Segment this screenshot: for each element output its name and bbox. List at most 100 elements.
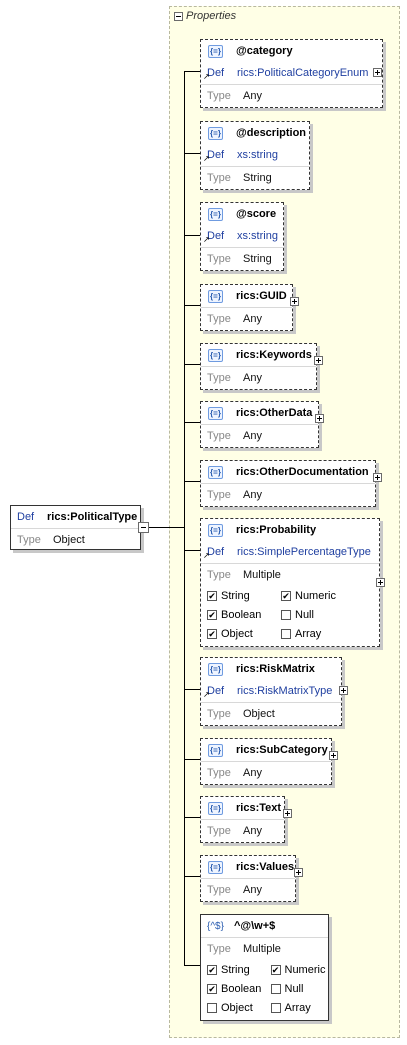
checkbox-unchecked-icon[interactable] bbox=[270, 983, 281, 994]
property-name: rics:SubCategory bbox=[236, 744, 328, 756]
checkbox-numeric[interactable]: ✔Numeric bbox=[270, 964, 329, 976]
property-name: rics:RiskMatrix bbox=[236, 663, 315, 675]
expand-rics-guid-icon[interactable] bbox=[290, 297, 299, 306]
checkbox-unchecked-icon[interactable] bbox=[281, 628, 291, 639]
def-value[interactable]: xs:string bbox=[237, 230, 278, 242]
checkbox-unchecked-icon[interactable] bbox=[207, 1002, 217, 1013]
property-def-row: Def↗ rics:RiskMatrixType bbox=[201, 680, 341, 702]
def-value[interactable]: rics:SimplePercentageType bbox=[237, 546, 371, 558]
checkbox-array[interactable]: Array bbox=[270, 1002, 329, 1014]
checkbox-checked-icon[interactable]: ✔ bbox=[207, 590, 217, 601]
checkbox-string[interactable]: ✔ String bbox=[207, 964, 265, 976]
def-value[interactable]: xs:string bbox=[237, 149, 278, 161]
root-name: rics:PoliticalType bbox=[47, 511, 138, 523]
def-label: Def↗ bbox=[203, 685, 225, 699]
checkbox-string[interactable]: ✔ String bbox=[207, 590, 275, 602]
checkbox-label: Boolean bbox=[221, 982, 262, 995]
property-name: @description bbox=[236, 127, 307, 139]
root-connector bbox=[149, 527, 184, 528]
branch-connector-rics-riskmatrix bbox=[184, 689, 200, 690]
checkbox-checked-icon[interactable]: ✔ bbox=[281, 590, 291, 601]
property-def-row: Def↗rics:SimplePercentageType bbox=[201, 541, 379, 563]
expand-rics-otherdocumentation-icon[interactable] bbox=[373, 473, 382, 482]
def-value[interactable]: rics:RiskMatrixType bbox=[237, 685, 333, 697]
type-value: Multiple bbox=[243, 569, 281, 581]
checkbox-checked-icon[interactable]: ✔ bbox=[207, 628, 217, 639]
checkbox-boolean[interactable]: ✔ Boolean bbox=[207, 983, 265, 995]
checkbox-object[interactable]: Object bbox=[207, 1002, 265, 1014]
expand-rics-riskmatrix-icon[interactable] bbox=[339, 686, 348, 695]
type-label: Type bbox=[207, 372, 231, 384]
type-label: Type bbox=[207, 708, 231, 720]
type-label: Type bbox=[207, 430, 231, 442]
reference-arrow-icon: ↗ bbox=[203, 72, 210, 81]
checkbox-checked-icon[interactable]: ✔ bbox=[207, 983, 217, 994]
property-name: rics:OtherDocumentation bbox=[236, 466, 369, 478]
properties-header[interactable]: Properties bbox=[174, 9, 236, 23]
attribute-icon: {=} bbox=[208, 44, 223, 58]
expand-category-icon[interactable] bbox=[373, 68, 382, 77]
expand-rics-otherdata-icon[interactable] bbox=[315, 414, 324, 423]
checkbox-label: String bbox=[221, 963, 250, 976]
expand-rics-values-icon[interactable] bbox=[294, 868, 303, 877]
type-checkbox-row: ✔ Boolean Null bbox=[201, 979, 328, 998]
property-name: rics:OtherData bbox=[236, 407, 313, 419]
expand-rics-keywords-icon[interactable] bbox=[314, 356, 323, 365]
attribute-icon: {=} bbox=[208, 662, 223, 676]
pattern-property-icon: {^$} bbox=[207, 920, 224, 932]
checkbox-checked-icon[interactable]: ✔ bbox=[270, 964, 281, 975]
expand-rics-text-icon[interactable] bbox=[283, 809, 292, 818]
property-header-rics-guid: {=}rics:GUID bbox=[201, 285, 292, 307]
checkbox-null[interactable]: Null bbox=[281, 609, 349, 621]
property-header-rics-keywords: {=}rics:Keywords bbox=[201, 344, 316, 366]
checkbox-label: String bbox=[221, 589, 250, 602]
reference-arrow-icon: ↗ bbox=[203, 235, 210, 244]
collapse-root-icon[interactable] bbox=[138, 522, 149, 533]
checkbox-checked-icon[interactable]: ✔ bbox=[207, 964, 217, 975]
checkbox-checked-icon[interactable]: ✔ bbox=[207, 609, 217, 620]
checkbox-object[interactable]: ✔Object bbox=[207, 628, 275, 640]
reference-arrow-icon: ↗ bbox=[203, 551, 210, 560]
expand-rics-subcategory-icon[interactable] bbox=[329, 751, 338, 760]
type-value: Any bbox=[243, 430, 262, 442]
def-label: Def↗ bbox=[203, 67, 225, 81]
property-name: @category bbox=[236, 45, 293, 57]
expand-rics-probability-icon[interactable] bbox=[376, 578, 385, 587]
attribute-icon: {=} bbox=[208, 207, 223, 221]
def-value[interactable]: rics:PoliticalCategoryEnum bbox=[237, 67, 369, 79]
type-label: Type bbox=[207, 313, 231, 325]
property-header-score: {=}@score bbox=[201, 203, 283, 225]
checkbox-numeric[interactable]: ✔Numeric bbox=[281, 590, 349, 602]
property-name: ^@\w+$ bbox=[233, 920, 276, 932]
property-name: rics:Keywords bbox=[236, 349, 312, 361]
checkbox-null[interactable]: Null bbox=[270, 983, 329, 995]
root-node-political-type[interactable]: Def rics:PoliticalType Type Object bbox=[10, 505, 141, 550]
checkbox-unchecked-icon[interactable] bbox=[281, 609, 291, 620]
type-value: Any bbox=[243, 767, 262, 779]
collapse-properties-icon[interactable] bbox=[174, 11, 183, 21]
def-label: Def↗ bbox=[203, 230, 225, 244]
checkbox-unchecked-icon[interactable] bbox=[270, 1002, 281, 1013]
checkbox-boolean[interactable]: ✔Boolean bbox=[207, 609, 275, 621]
property-def-row: Def↗ xs:string bbox=[201, 225, 283, 247]
checkbox-array[interactable]: Array bbox=[281, 628, 349, 640]
